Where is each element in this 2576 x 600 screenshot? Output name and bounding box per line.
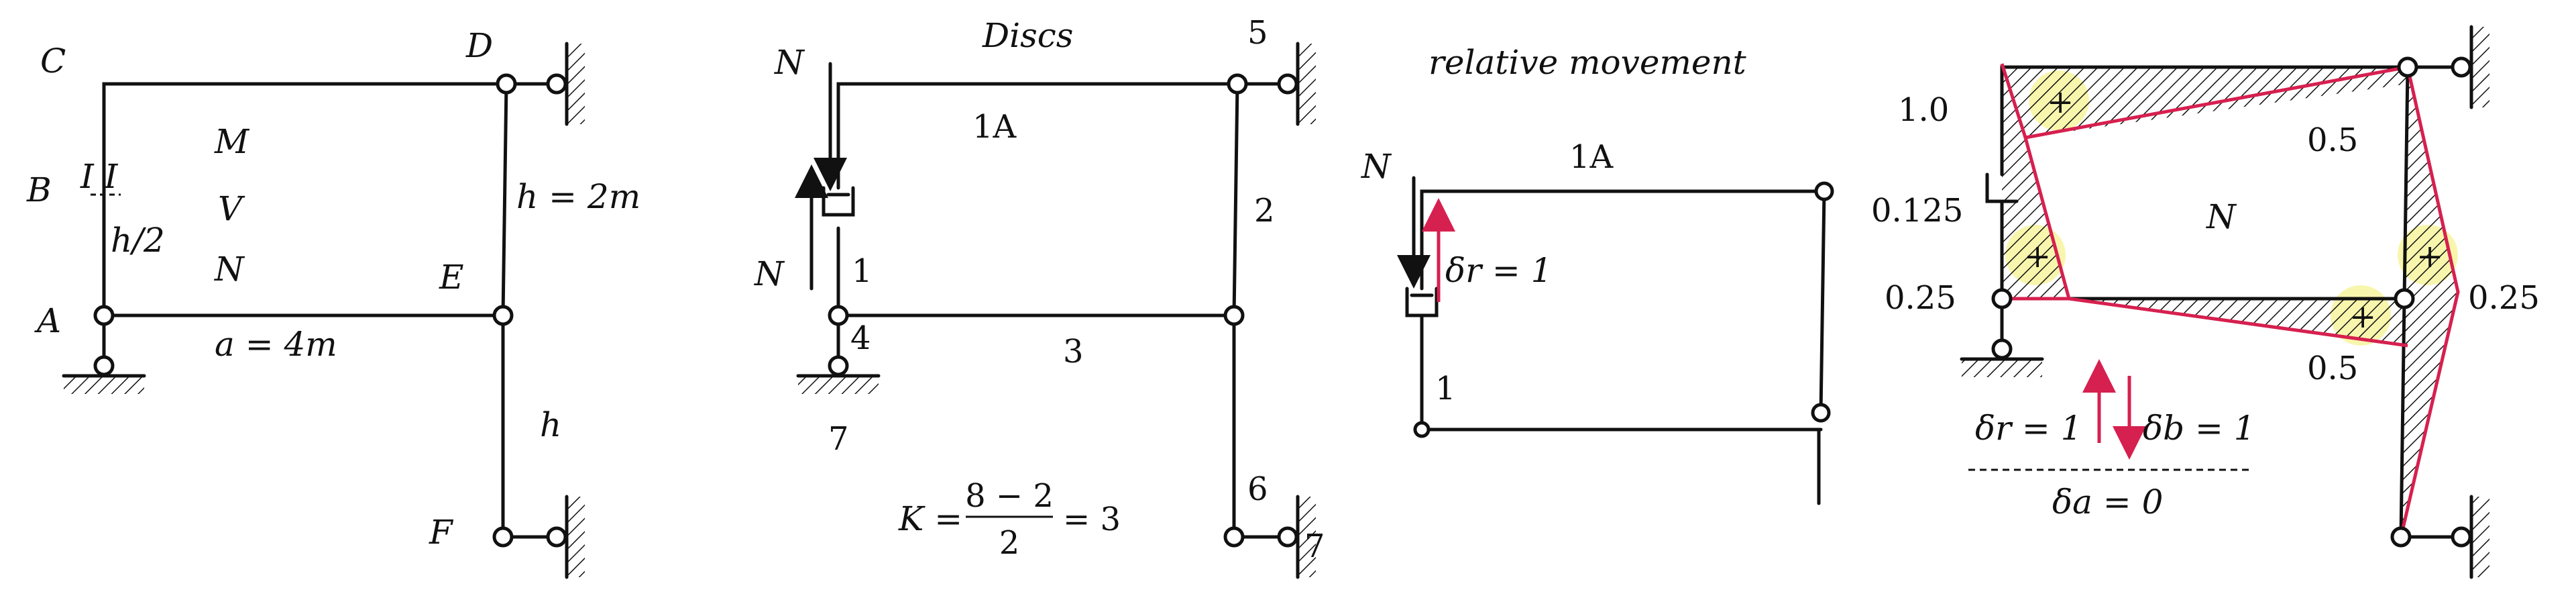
value-1-0: 1.0: [1898, 91, 1949, 129]
pin-support-D: [496, 42, 585, 126]
panel-relative-movement: relative movement N 1A 1 δr = 1: [1361, 43, 1834, 505]
svg-text:K =: K =: [898, 499, 962, 538]
disc-5: 5: [1247, 14, 1268, 52]
svg-text:2: 2: [999, 524, 1020, 562]
disc-6: 6: [1247, 470, 1268, 508]
discs-N-bottom: N: [754, 254, 785, 293]
label-B: B: [26, 170, 52, 209]
sleeve-connector: [822, 186, 855, 217]
plus-sign-right: +: [2416, 238, 2443, 275]
disc-4: 4: [850, 319, 871, 357]
disc-1: 1: [852, 252, 873, 290]
svg-text:= 3: = 3: [1063, 501, 1121, 538]
pin-support-diagram-top: [2397, 25, 2489, 109]
plus-sign-left: +: [2024, 238, 2051, 275]
diagram-delta-b: δb = 1: [2143, 409, 2255, 448]
label-N: N: [214, 250, 245, 289]
panel-structure: C D B I I A E F M V N h/2 h = 2m a = 4m …: [26, 26, 640, 579]
pin-support-6: [1223, 495, 1316, 579]
pin-support-F: [492, 495, 585, 579]
relative-N: N: [1361, 147, 1392, 186]
label-D: D: [465, 26, 493, 65]
relative-movement-title: relative movement: [1429, 43, 1747, 82]
panel-discs: Discs N: [754, 14, 1325, 579]
disc-2: 2: [1254, 192, 1275, 230]
pin-support-5: [1227, 42, 1316, 126]
label-half-h: h/2: [111, 221, 165, 260]
diagram-delta-r: δr = 1: [1975, 409, 2082, 448]
sleeve-connector-moved: [1405, 287, 1439, 317]
pin-support-diagram-bottom: [2390, 495, 2489, 579]
panel-normal-force-diagram: + + + + 1.0 0.5 0.125 N 0.25 0.25 0.5 δr…: [1871, 25, 2540, 579]
label-A: A: [34, 301, 61, 340]
label-F: F: [429, 513, 454, 552]
label-M: M: [214, 122, 250, 161]
label-h: h: [540, 405, 561, 444]
discs-N-top: N: [774, 43, 805, 82]
disc-7-right: 7: [1304, 528, 1325, 565]
value-0-25-left: 0.25: [1885, 279, 1956, 317]
pin-support-4: [796, 305, 881, 394]
pin-support-diagram-left: [1960, 288, 2044, 377]
label-C: C: [40, 42, 66, 81]
label-E: E: [439, 258, 464, 297]
joint-diagram: [2394, 288, 2415, 309]
label-V: V: [218, 189, 245, 228]
joint-E: [492, 305, 514, 326]
value-0-5-bottom: 0.5: [2307, 350, 2358, 387]
relative-1: 1: [1435, 370, 1456, 407]
relative-delta-r: δr = 1: [1445, 251, 1553, 290]
plus-sign-top: +: [2047, 83, 2074, 121]
formula-K: K = 8 − 2 2 = 3: [898, 477, 1121, 562]
diagram-N: N: [2206, 197, 2237, 236]
diagram-delta-a: δa = 0: [2052, 483, 2163, 521]
value-0-5-top: 0.5: [2307, 121, 2358, 159]
disc-7-left: 7: [828, 420, 849, 458]
label-a-4m: a = 4m: [215, 325, 337, 364]
relative-1A: 1A: [1569, 138, 1614, 176]
disc-3: 3: [1063, 333, 1084, 370]
sleeve-connector-diagram: [1985, 172, 2019, 203]
svg-text:8 − 2: 8 − 2: [965, 477, 1054, 515]
plus-sign-bottom: +: [2349, 298, 2376, 336]
discs-title: Discs: [982, 16, 1073, 55]
disc-1A: 1A: [972, 108, 1017, 146]
label-h-2m: h = 2m: [516, 177, 640, 216]
joint-disc-3: [1223, 305, 1245, 326]
value-0-25-right: 0.25: [2468, 279, 2540, 317]
label-cut: I I: [80, 157, 119, 196]
value-0-125: 0.125: [1871, 192, 1963, 230]
pin-support-A: [62, 305, 146, 394]
